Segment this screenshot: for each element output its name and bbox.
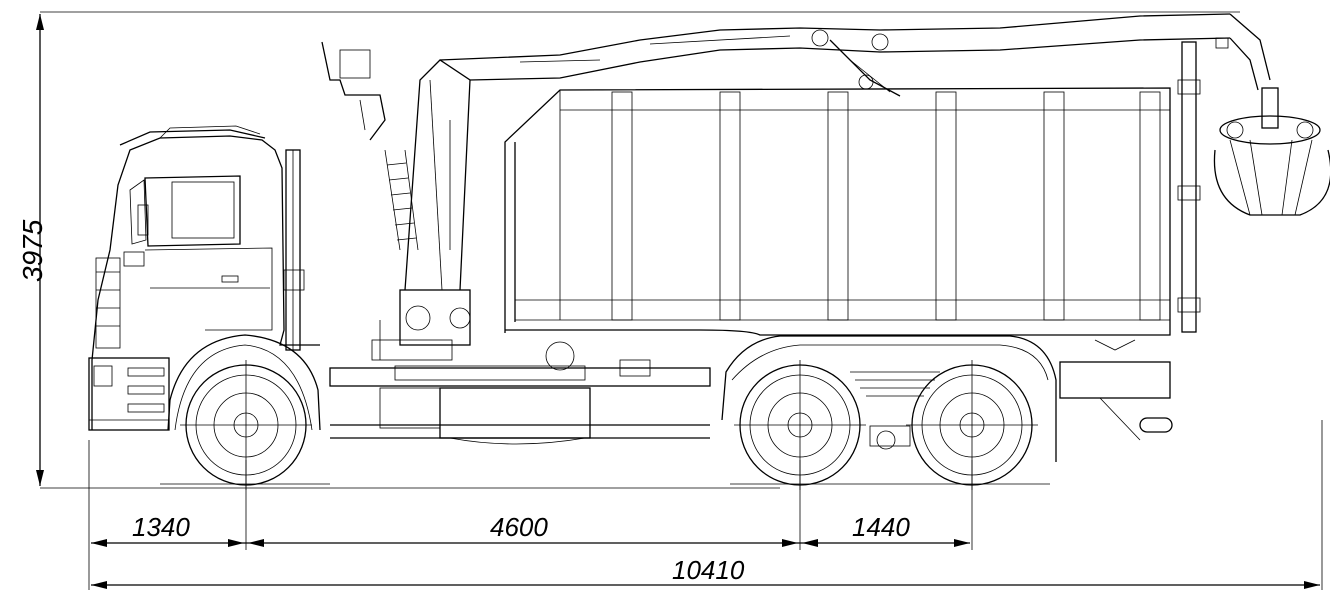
- height-dimension-label: 3975: [17, 219, 48, 282]
- front-overhang-label: 1340: [132, 512, 190, 542]
- front-fender: [167, 334, 321, 431]
- cargo-body: [504, 41, 1201, 336]
- rear-wheel-2: [906, 360, 1038, 490]
- overall-length-label: 10410: [672, 555, 745, 585]
- chassis-frame: [329, 339, 1173, 450]
- bogie-spacing-label: 1440: [852, 512, 910, 542]
- loader-crane: [321, 13, 1271, 361]
- front-wheel: [180, 360, 312, 490]
- grapple: [1213, 87, 1330, 216]
- height-dimension: 3975: [17, 11, 1240, 489]
- rear-wheel-1: [734, 360, 866, 490]
- cab: [88, 125, 320, 431]
- wheelbase-label: 4600: [490, 512, 548, 542]
- length-dimensions: 1340 4600 1440 10410: [88, 420, 1323, 590]
- rear-fender: [721, 335, 1057, 462]
